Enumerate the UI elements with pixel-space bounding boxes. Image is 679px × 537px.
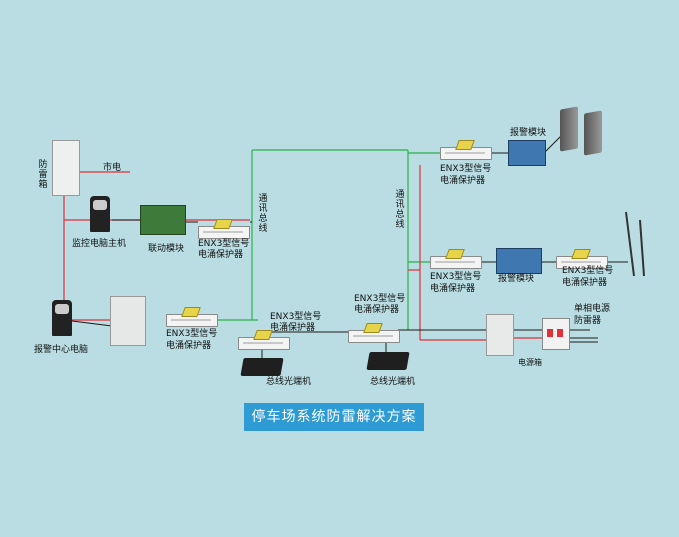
alarm-module-mid-label: 报警模块 xyxy=(498,274,535,284)
spd-label-1: 单相电源 xyxy=(574,304,611,314)
enx3-spd-b-label-1: ENX3型信号 xyxy=(166,329,218,339)
enx3-spd-a xyxy=(198,219,250,239)
enx3-spd-e xyxy=(440,140,492,160)
card-reader-1 xyxy=(560,106,578,152)
enx3-spd-b-label-2: 电涌保护器 xyxy=(166,341,212,351)
enx3-spd-a-label-2: 电涌保护器 xyxy=(198,250,244,260)
enx3-spd-f xyxy=(430,249,482,269)
card-reader-2 xyxy=(584,110,602,156)
linkage-module-label: 联动模块 xyxy=(148,244,185,254)
monitor-host-pc xyxy=(90,196,110,232)
fiber-left-label: 总线光端机 xyxy=(266,377,312,387)
enx3-spd-c xyxy=(238,330,290,350)
fiber-transceiver-left xyxy=(240,358,284,376)
alarm-center-pc xyxy=(52,300,72,336)
enx3-spd-a-label-1: ENX3型信号 xyxy=(198,239,250,249)
spd-label-2: 防雷器 xyxy=(574,316,602,326)
diagram-title: 停车场系统防雷解决方案 xyxy=(244,403,424,431)
enx3-spd-g-label-1: ENX3型信号 xyxy=(562,266,614,276)
single-phase-spd xyxy=(542,318,570,350)
linkage-module-board xyxy=(140,205,186,235)
alarm-center-label: 报警中心电脑 xyxy=(34,345,89,355)
power-box-label: 电源箱 xyxy=(518,358,542,367)
enx3-spd-g xyxy=(556,249,608,269)
bus-label-left: 通讯总线 xyxy=(258,194,268,234)
control-cabinet xyxy=(110,296,146,346)
enx3-spd-d xyxy=(348,323,400,343)
bus-label-right: 通讯总线 xyxy=(395,190,405,230)
enx3-spd-f-label-1: ENX3型信号 xyxy=(430,272,482,282)
enx3-spd-e-label-1: ENX3型信号 xyxy=(440,164,492,174)
barrier-gate-arms xyxy=(625,211,645,277)
fiber-right-label: 总线光端机 xyxy=(370,377,416,387)
power-supply-box xyxy=(486,314,514,356)
enx3-spd-d-label-1: ENX3型信号 xyxy=(354,294,406,304)
alarm-module-top-board xyxy=(508,140,546,166)
alarm-module-mid-board xyxy=(496,248,542,274)
fiber-transceiver-right xyxy=(366,352,410,370)
enx3-spd-c-label-2: 电涌保护器 xyxy=(270,323,316,333)
enx3-spd-e-label-2: 电涌保护器 xyxy=(440,176,486,186)
enx3-spd-b xyxy=(166,307,218,327)
alarm-module-top-label: 报警模块 xyxy=(510,128,547,138)
enx3-spd-d-label-2: 电涌保护器 xyxy=(354,305,400,315)
lightning-protection-box xyxy=(52,140,80,196)
monitor-host-label: 监控电脑主机 xyxy=(72,239,127,249)
mains-label: 市电 xyxy=(103,163,122,173)
enx3-spd-f-label-2: 电涌保护器 xyxy=(430,284,476,294)
enx3-spd-g-label-2: 电涌保护器 xyxy=(562,278,608,288)
enx3-spd-c-label-1: ENX3型信号 xyxy=(270,312,322,322)
lightning-box-label: 防雷箱 xyxy=(38,160,48,190)
